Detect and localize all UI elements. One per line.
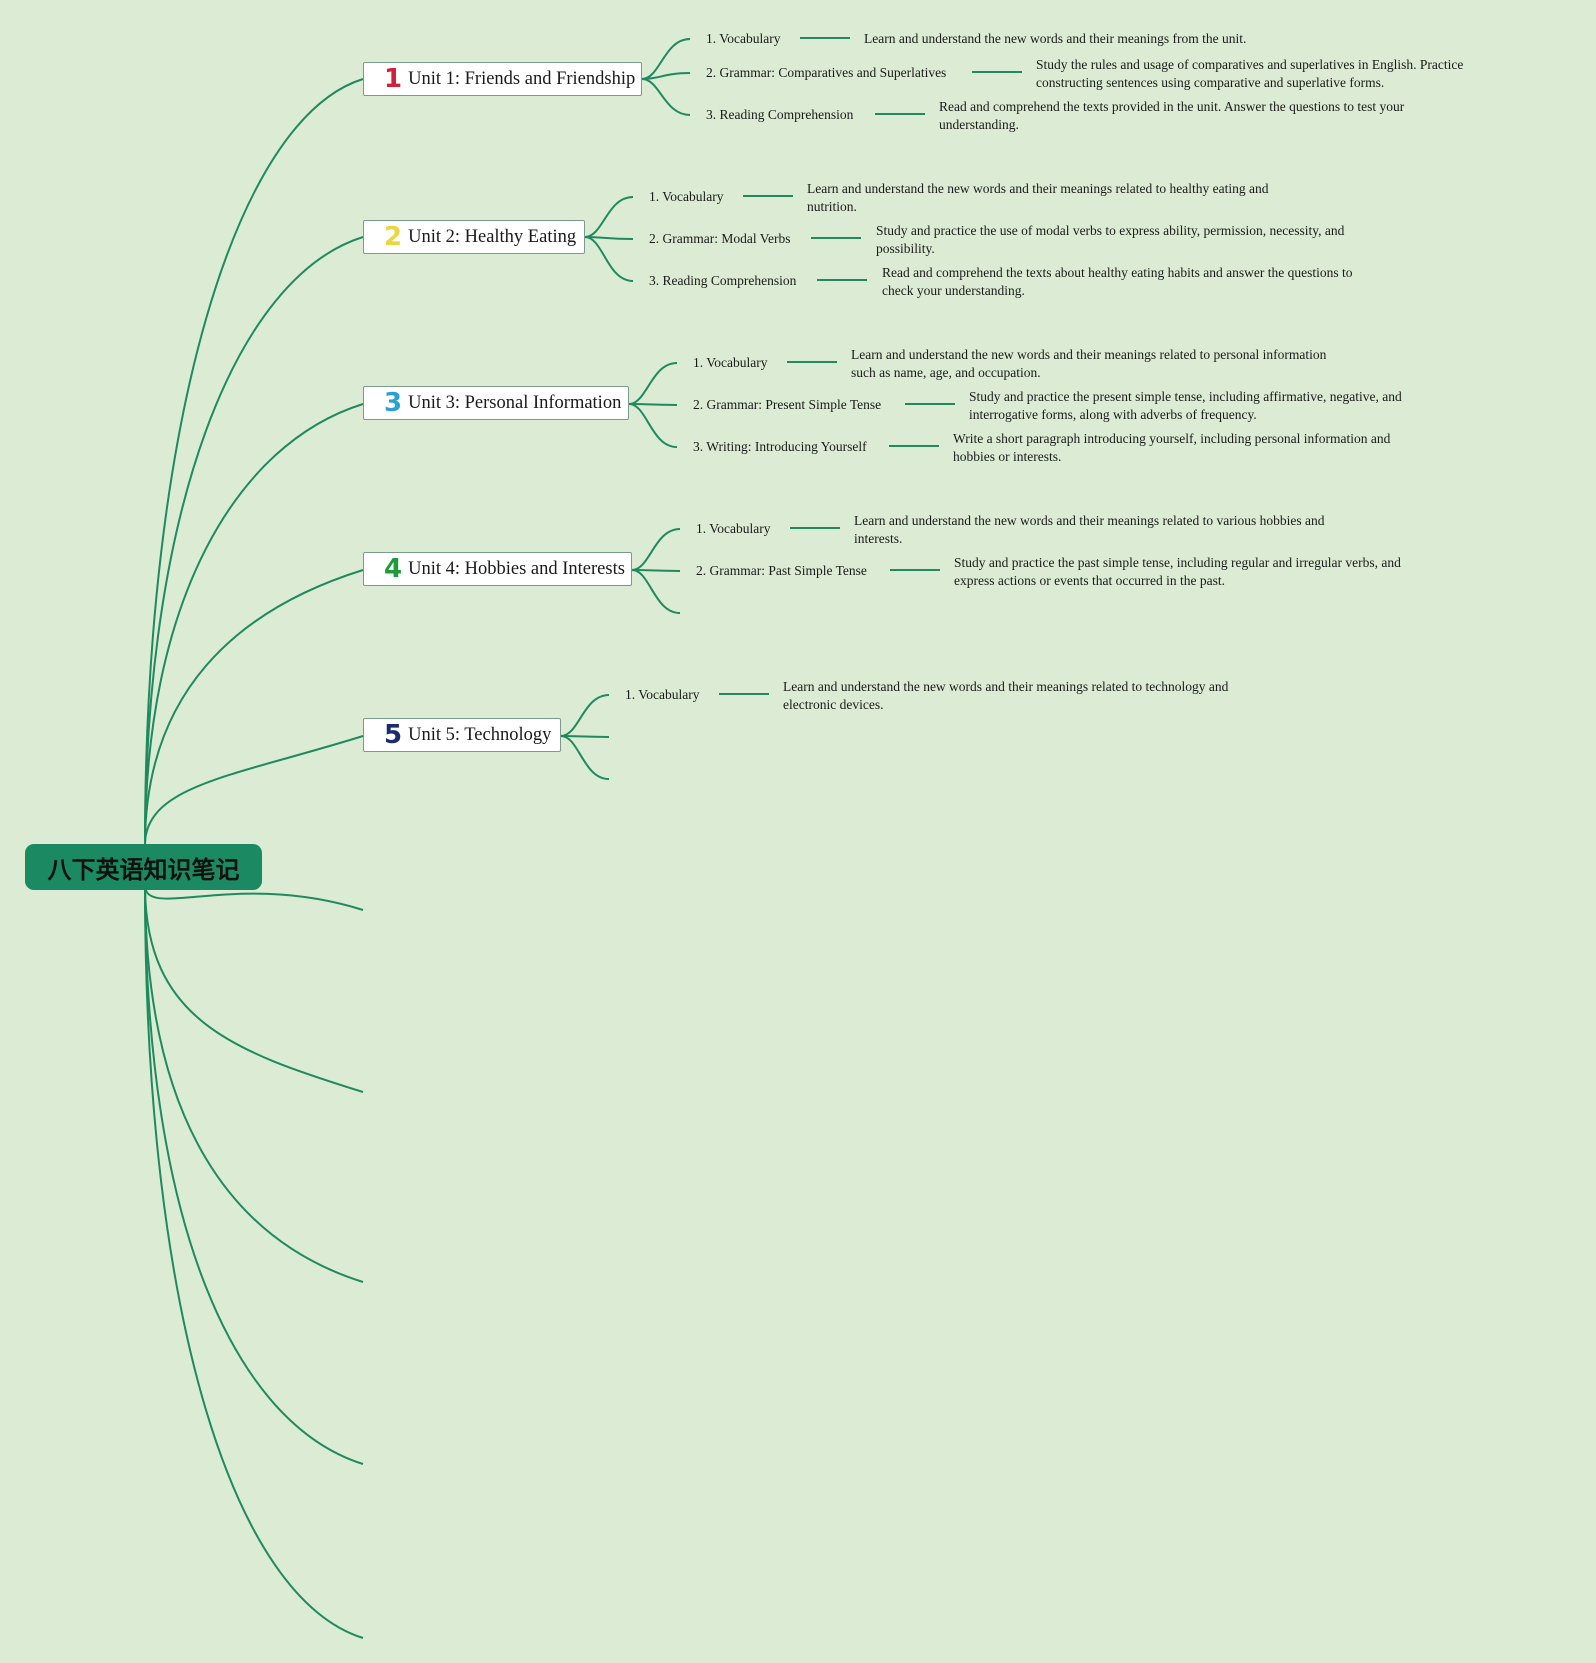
desc-line: interests. — [854, 531, 903, 546]
topic-1-2[interactable]: 2. Grammar: Comparatives and Superlative… — [706, 65, 947, 80]
unit-number-3: 3 — [384, 388, 403, 418]
desc-line: Read and comprehend the texts about heal… — [882, 265, 1353, 280]
desc-line: Learn and understand the new words and t… — [851, 347, 1327, 362]
desc-line: Study and practice the past simple tense… — [954, 555, 1401, 570]
desc-2-1: Learn and understand the new words and t… — [807, 180, 1268, 216]
topic-5-1[interactable]: 1. Vocabulary — [625, 687, 700, 702]
empty-branch-line-5 — [144, 884, 364, 1639]
empty-branch-line-4 — [144, 884, 364, 1465]
desc-3-2: Study and practice the present simple te… — [969, 388, 1402, 424]
desc-line: check your understanding. — [882, 283, 1025, 298]
topic-link-4-2 — [631, 569, 681, 572]
unit-title-4: Unit 4: Hobbies and Interests — [408, 558, 625, 579]
topic-link-5-2 — [560, 735, 610, 738]
desc-3-1: Learn and understand the new words and t… — [851, 346, 1326, 382]
desc-line: constructing sentences using comparative… — [1036, 75, 1385, 90]
desc-line: understanding. — [939, 117, 1019, 132]
topic-link-2-3 — [584, 236, 634, 282]
topic-2-1[interactable]: 1. Vocabulary — [649, 189, 724, 204]
topic-3-1[interactable]: 1. Vocabulary — [693, 355, 768, 370]
topic-2-2[interactable]: 2. Grammar: Modal Verbs — [649, 231, 791, 246]
branch-line-1 — [144, 78, 364, 846]
desc-4-1: Learn and understand the new words and t… — [854, 512, 1324, 548]
desc-line: express actions or events that occurred … — [954, 573, 1226, 588]
topic-1-3[interactable]: 3. Reading Comprehension — [706, 107, 854, 122]
desc-line: nutrition. — [807, 199, 857, 214]
desc-line: such as name, age, and occupation. — [851, 365, 1041, 380]
desc-2-3: Read and comprehend the texts about heal… — [882, 264, 1353, 300]
root-title: 八下英语知识笔记 — [47, 855, 240, 884]
unit-title-2: Unit 2: Healthy Eating — [408, 226, 577, 247]
topic-link-1-3 — [641, 78, 691, 116]
desc-1-1: Learn and understand the new words and t… — [864, 30, 1246, 48]
topic-4-2[interactable]: 2. Grammar: Past Simple Tense — [696, 563, 867, 578]
desc-3-3: Write a short paragraph introducing your… — [953, 430, 1390, 466]
desc-line: Study the rules and usage of comparative… — [1036, 57, 1464, 72]
topic-link-5-3 — [560, 735, 610, 780]
topic-link-2-1 — [584, 196, 634, 238]
branch-line-5 — [144, 735, 364, 846]
branch-line-4 — [144, 569, 364, 846]
unit-node-2[interactable]: 2 Unit 2: Healthy Eating — [363, 220, 585, 254]
topic-link-3-2 — [628, 403, 678, 406]
desc-1-2: Study the rules and usage of comparative… — [1036, 56, 1463, 92]
empty-branch-line-1 — [144, 884, 364, 911]
topic-link-4-3 — [631, 569, 681, 614]
desc-1-3: Read and comprehend the texts provided i… — [939, 98, 1404, 134]
branch-line-2 — [144, 236, 364, 846]
desc-line: Learn and understand the new words and t… — [864, 31, 1247, 46]
desc-line: Read and comprehend the texts provided i… — [939, 99, 1405, 114]
topic-link-5-1 — [560, 694, 610, 737]
desc-line: electronic devices. — [783, 697, 884, 712]
desc-line: Study and practice the use of modal verb… — [876, 223, 1345, 238]
unit-number-5: 5 — [384, 720, 403, 750]
unit-number-4: 4 — [384, 554, 403, 584]
desc-line: Write a short paragraph introducing your… — [953, 431, 1391, 446]
desc-line: Study and practice the present simple te… — [969, 389, 1402, 404]
topic-link-3-1 — [628, 362, 678, 405]
topic-2-3[interactable]: 3. Reading Comprehension — [649, 273, 797, 288]
desc-line: hobbies or interests. — [953, 449, 1062, 464]
empty-branch-line-3 — [144, 884, 364, 1283]
unit-node-1[interactable]: 1 Unit 1: Friends and Friendship — [363, 62, 642, 96]
desc-4-2: Study and practice the past simple tense… — [954, 554, 1401, 590]
topic-1-1[interactable]: 1. Vocabulary — [706, 31, 781, 46]
branch-line-3 — [144, 403, 364, 846]
unit-node-3[interactable]: 3 Unit 3: Personal Information — [363, 386, 629, 420]
topic-3-3[interactable]: 3. Writing: Introducing Yourself — [693, 439, 867, 454]
unit-title-3: Unit 3: Personal Information — [408, 392, 622, 413]
desc-line: possibility. — [876, 241, 935, 256]
unit-number-1: 1 — [384, 64, 403, 94]
desc-5-1: Learn and understand the new words and t… — [783, 678, 1228, 714]
unit-title-1: Unit 1: Friends and Friendship — [408, 68, 636, 89]
root-node[interactable]: 八下英语知识笔记 — [25, 844, 262, 890]
topic-link-4-1 — [631, 528, 681, 571]
unit-title-5: Unit 5: Technology — [408, 724, 552, 745]
desc-line: Learn and understand the new words and t… — [807, 181, 1269, 196]
unit-node-4[interactable]: 4 Unit 4: Hobbies and Interests — [363, 552, 632, 586]
topic-link-3-3 — [628, 403, 678, 448]
empty-branch-line-2 — [144, 884, 364, 1093]
topic-3-2[interactable]: 2. Grammar: Present Simple Tense — [693, 397, 882, 412]
desc-2-2: Study and practice the use of modal verb… — [876, 222, 1344, 258]
unit-number-2: 2 — [384, 222, 403, 252]
unit-node-5[interactable]: 5 Unit 5: Technology — [363, 718, 561, 752]
topic-4-1[interactable]: 1. Vocabulary — [696, 521, 771, 536]
desc-line: Learn and understand the new words and t… — [854, 513, 1325, 528]
desc-line: interrogative forms, along with adverbs … — [969, 407, 1257, 422]
desc-line: Learn and understand the new words and t… — [783, 679, 1229, 694]
